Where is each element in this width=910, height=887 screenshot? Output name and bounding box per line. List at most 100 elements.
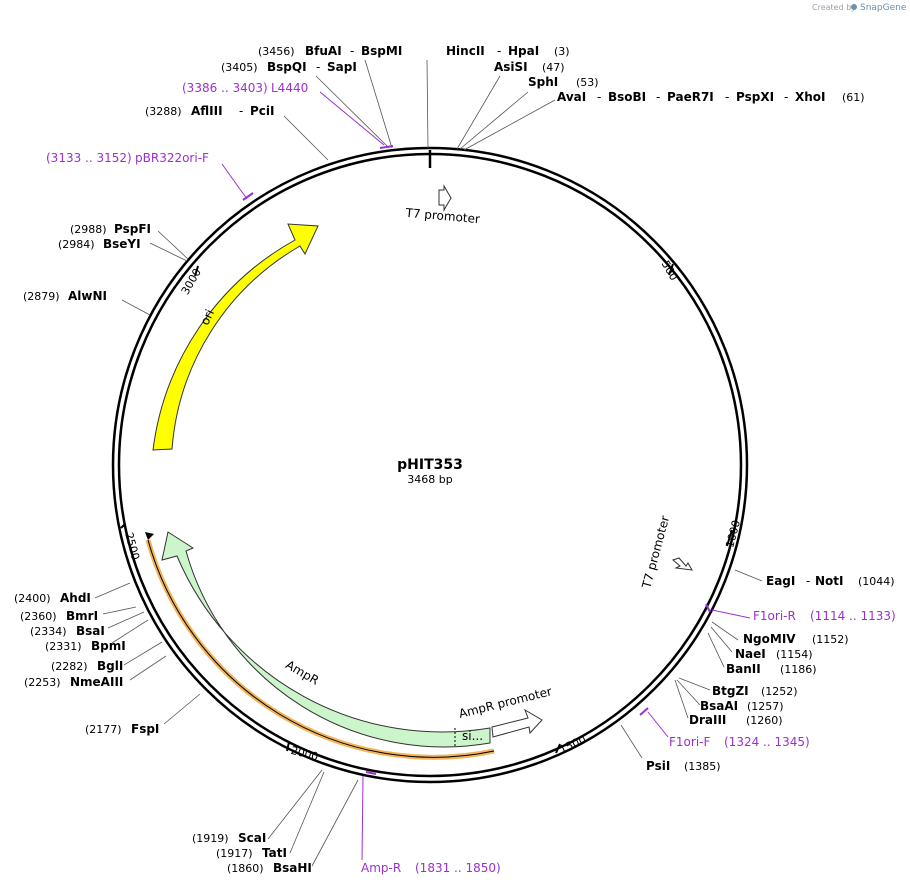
site-bsai[interactable]: BsaI	[76, 624, 105, 638]
feature-t7-promoter-right[interactable]	[672, 557, 693, 571]
site-ngomiv[interactable]: NgoMIV	[743, 632, 796, 646]
site-pos: (2253)	[24, 676, 61, 689]
site-naei[interactable]: NaeI	[735, 647, 766, 661]
primer-range: (3133 .. 3152)	[46, 151, 132, 165]
feature-ampr-promoter-label: AmpR promoter	[457, 684, 553, 721]
credit-brand: SnapGene	[860, 3, 907, 13]
primer-l4440[interactable]: L4440	[271, 81, 308, 95]
site-pos: (53)	[576, 76, 599, 89]
site-pos: (3405)	[221, 61, 258, 74]
site-pos: (2331)	[45, 640, 82, 653]
site-sphi[interactable]: SphI	[528, 75, 558, 89]
feature-signal-label: si...	[462, 729, 483, 743]
site-pos: (1260)	[746, 714, 783, 727]
site-pspxi[interactable]: PspXI	[736, 90, 774, 104]
site-pos: (2334)	[30, 625, 67, 638]
snapgene-logo-icon	[851, 4, 857, 10]
primer-f1ori-r[interactable]: F1ori-R	[753, 609, 796, 623]
site-pcii[interactable]: PciI	[250, 104, 275, 118]
svg-text:-: -	[784, 90, 788, 104]
site-bpmi[interactable]: BpmI	[91, 639, 126, 653]
site-pos: (1917)	[216, 847, 253, 860]
site-draiii[interactable]: DraIII	[689, 713, 726, 727]
primer-amp-r[interactable]: Amp-R	[361, 861, 401, 875]
tick-label-500: 500	[659, 258, 681, 283]
site-hincii[interactable]: HincII	[446, 44, 485, 58]
plasmid-name: pHIT353	[397, 457, 463, 473]
feature-ampr-orf	[145, 539, 495, 760]
svg-text:-: -	[350, 44, 354, 58]
site-pos: (2988)	[70, 223, 107, 236]
site-tati[interactable]: TatI	[262, 846, 287, 860]
site-pos: (2360)	[20, 610, 57, 623]
site-fspi[interactable]: FspI	[131, 722, 159, 736]
site-pspfi[interactable]: PspFI	[114, 222, 151, 236]
primer-range: (1831 .. 1850)	[415, 861, 501, 875]
feature-t7-right-label: T7 promoter	[639, 514, 672, 591]
site-xhoi[interactable]: XhoI	[795, 90, 826, 104]
primer-f1ori-f[interactable]: F1ori-F	[669, 735, 710, 749]
feature-ampr-label: AmpR	[283, 658, 321, 688]
site-alwni[interactable]: AlwNI	[68, 289, 107, 303]
site-pos: (2984)	[58, 238, 95, 251]
site-bgli[interactable]: BglI	[97, 659, 123, 673]
site-pos: (2400)	[14, 592, 51, 605]
site-bfuai[interactable]: BfuAI	[305, 44, 342, 58]
site-avai[interactable]: AvaI	[557, 90, 586, 104]
site-afliii[interactable]: AflIII	[191, 104, 223, 118]
site-pos: (1044)	[858, 575, 895, 588]
site-bsaai[interactable]: BsaAI	[700, 699, 738, 713]
primer-connectors	[221, 91, 751, 861]
site-pos: (1919)	[192, 832, 229, 845]
site-pos: (1385)	[684, 760, 721, 773]
tick-label-2000: 2000	[289, 744, 319, 764]
site-banii[interactable]: BanII	[726, 662, 761, 676]
site-pos: (1257)	[747, 700, 784, 713]
backbone	[111, 146, 749, 784]
site-asisi[interactable]: AsiSI	[494, 60, 528, 74]
site-bspqi[interactable]: BspQI	[267, 60, 307, 74]
site-connectors	[94, 59, 763, 867]
tick-marks	[120, 263, 733, 754]
site-pos: (1252)	[761, 685, 798, 698]
tick-label-3000: 3000	[179, 266, 204, 297]
site-ahdi[interactable]: AhdI	[60, 591, 91, 605]
site-paer7i[interactable]: PaeR7I	[667, 90, 714, 104]
site-eagi[interactable]: EagI	[766, 574, 795, 588]
site-scai[interactable]: ScaI	[238, 831, 266, 845]
site-pos: (1152)	[812, 633, 849, 646]
feature-ampr-promoter[interactable]	[491, 708, 543, 738]
primer-bars	[242, 145, 711, 775]
site-bsobi[interactable]: BsoBI	[608, 90, 646, 104]
site-sapi[interactable]: SapI	[327, 60, 357, 74]
site-pos: (2282)	[51, 660, 88, 673]
site-bmri[interactable]: BmrI	[66, 609, 98, 623]
feature-ampr[interactable]	[161, 531, 491, 748]
svg-text:-: -	[497, 44, 501, 58]
primer-pbr322ori-f[interactable]: pBR322ori-F	[135, 151, 209, 165]
feature-t7-promoter-top[interactable]	[438, 184, 452, 212]
primer-range: (1114 .. 1133)	[810, 609, 896, 623]
primer-range: (3386 .. 3403)	[182, 81, 268, 95]
site-noti[interactable]: NotI	[815, 574, 844, 588]
svg-text:-: -	[239, 104, 243, 118]
site-pos: (1154)	[776, 648, 813, 661]
site-bspmi[interactable]: BspMI	[361, 44, 402, 58]
svg-text:-: -	[597, 90, 601, 104]
site-btgzi[interactable]: BtgZI	[712, 684, 749, 698]
site-pos: (3456)	[258, 45, 295, 58]
site-hpai[interactable]: HpaI	[508, 44, 539, 58]
plasmid-size: 3468 bp	[407, 473, 452, 486]
site-nmeaiii[interactable]: NmeAIII	[70, 675, 123, 689]
site-pos: (2177)	[85, 723, 122, 736]
site-bseyi[interactable]: BseYI	[103, 237, 141, 251]
site-bsahi[interactable]: BsaHI	[273, 861, 312, 875]
site-pos: (47)	[542, 61, 565, 74]
feature-ori-label: ori	[198, 307, 217, 327]
site-pos: (3)	[554, 45, 570, 58]
site-pos: (1186)	[780, 663, 817, 676]
site-psii[interactable]: PsiI	[646, 759, 670, 773]
feature-ori[interactable]	[152, 223, 319, 451]
svg-text:-: -	[316, 60, 320, 74]
svg-text:-: -	[656, 90, 660, 104]
